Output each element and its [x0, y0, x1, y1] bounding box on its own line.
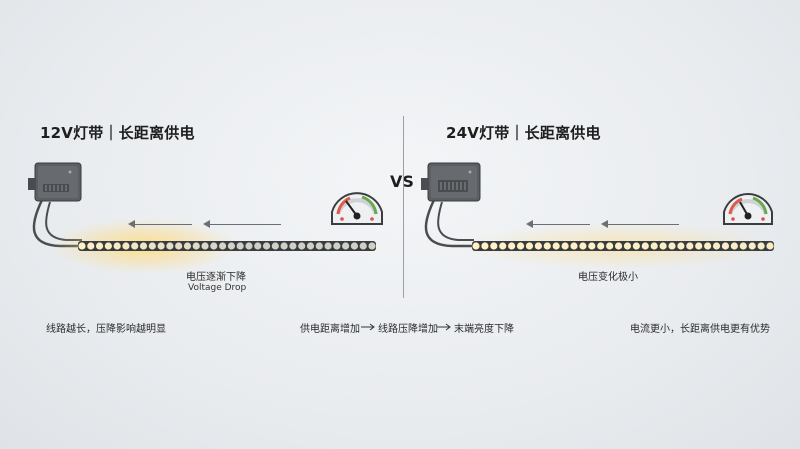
left-led-17	[227, 242, 235, 250]
right-led-2	[490, 242, 498, 250]
right-led-5	[516, 242, 525, 250]
left-led-33	[368, 242, 376, 250]
right-led-4	[508, 242, 516, 250]
left-led-26	[306, 242, 315, 250]
left-led-23	[280, 242, 288, 250]
right-led-7	[534, 242, 542, 250]
right-led-32	[757, 242, 765, 250]
right-led-0	[472, 242, 480, 250]
left-arrow-line-1	[134, 224, 192, 225]
left-led-3	[104, 242, 112, 250]
right-led-31	[748, 242, 756, 250]
left-led-31	[350, 242, 359, 250]
right-strip-caption: 电压变化极小	[578, 272, 638, 283]
right-led-11	[570, 242, 578, 250]
right-led-13	[588, 242, 596, 250]
right-led-21	[659, 242, 667, 250]
left-led-15	[210, 242, 218, 250]
right-led-14	[597, 242, 605, 250]
right-led-33	[766, 242, 774, 250]
left-note: 线路越长，压降影响越明显	[46, 324, 166, 335]
left-led-29	[333, 242, 341, 250]
left-led-19	[245, 242, 253, 250]
left-led-4	[113, 242, 121, 250]
right-arrow-line-1	[532, 224, 590, 225]
right-led-16	[614, 242, 623, 250]
left-led-14	[201, 242, 209, 250]
arrow-right-icon	[437, 323, 451, 331]
flow-step-2: 线路压降增加	[378, 324, 438, 335]
left-led-9	[157, 242, 165, 250]
left-led-6	[131, 242, 139, 250]
left-title: 12V灯带｜长距离供电	[40, 124, 195, 142]
right-title: 24V灯带｜长距离供电	[446, 124, 601, 142]
left-led-16	[219, 242, 227, 250]
right-led-22	[668, 242, 676, 250]
arrow-left-icon	[526, 220, 533, 228]
flow-step-1: 供电距离增加	[300, 324, 360, 335]
arrow-left-icon	[601, 220, 608, 228]
right-led-29	[730, 242, 738, 250]
left-led-5	[122, 242, 130, 250]
left-arrow-line-2	[209, 224, 281, 225]
right-led-15	[606, 242, 614, 250]
right-arrow-line-2	[607, 224, 679, 225]
left-strip-caption: 电压逐渐下降	[186, 272, 246, 283]
right-led-28	[721, 242, 730, 250]
left-led-22	[271, 242, 279, 250]
right-led-27	[712, 242, 721, 250]
left-led-0	[78, 242, 86, 250]
right-led-1	[481, 242, 489, 250]
left-led-7	[139, 242, 148, 250]
arrow-left-icon	[203, 220, 210, 228]
right-led-26	[704, 242, 712, 250]
right-led-8	[543, 242, 551, 250]
left-led-8	[148, 242, 156, 250]
right-led-17	[623, 242, 632, 250]
left-led-27	[315, 242, 323, 250]
flow-step-3: 末端亮度下降	[454, 324, 514, 335]
left-led-11	[175, 242, 183, 250]
left-led-32	[359, 242, 367, 250]
right-led-19	[641, 242, 649, 250]
right-led-25	[695, 242, 703, 250]
right-led-9	[552, 242, 560, 250]
arrow-right-icon	[361, 323, 375, 331]
left-led-18	[236, 242, 244, 250]
right-led-10	[561, 242, 569, 250]
left-led-21	[262, 242, 271, 250]
right-led-3	[499, 242, 507, 250]
left-led-10	[166, 242, 174, 250]
arrow-left-icon	[128, 220, 135, 228]
right-led-24	[686, 242, 694, 250]
right-led-23	[677, 242, 685, 250]
right-led-30	[739, 242, 747, 250]
left-led-30	[342, 242, 350, 250]
left-led-28	[324, 242, 332, 250]
left-led-13	[192, 242, 200, 250]
left-led-20	[254, 242, 262, 250]
left-led-25	[298, 242, 306, 250]
center-divider	[403, 116, 404, 298]
right-led-6	[525, 242, 534, 250]
left-led-24	[289, 242, 297, 250]
right-led-20	[650, 242, 658, 250]
right-led-18	[632, 242, 640, 250]
left-strip-caption-en: Voltage Drop	[188, 283, 247, 293]
vs-label: VS	[390, 172, 414, 191]
right-led-12	[579, 242, 587, 250]
left-led-1	[87, 242, 95, 250]
left-led-2	[95, 242, 104, 250]
left-led-12	[183, 242, 192, 250]
right-note: 电流更小，长距离供电更有优势	[630, 324, 770, 335]
